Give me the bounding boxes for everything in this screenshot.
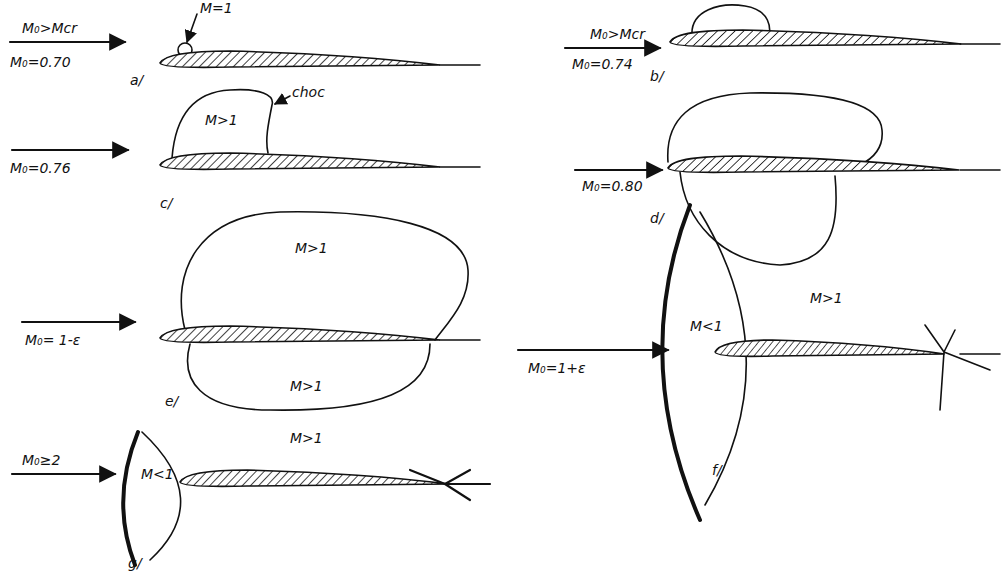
mach-label: M₀>Mcr — [590, 26, 645, 43]
mach-label: M₀=0.80 — [582, 178, 643, 195]
region-label: M>1 — [290, 430, 323, 447]
figure-letter: d/ — [650, 210, 664, 227]
region-label: M<1 — [690, 318, 723, 335]
figure-letter: a/ — [130, 72, 143, 89]
figure-letter: f/ — [712, 462, 722, 479]
region-label: M>1 — [290, 378, 323, 395]
region-label: M>1 — [295, 240, 328, 257]
figure-letter: c/ — [160, 195, 172, 212]
region-label: M<1 — [141, 466, 174, 483]
figure-letter: e/ — [165, 393, 178, 410]
mach-label: M₀=1+ε — [528, 360, 586, 377]
mach-label: M₀≥2 — [22, 452, 60, 469]
region-label: M>1 — [205, 112, 238, 129]
mach-label: M₀=0.70 — [10, 54, 71, 71]
shock-label: choc — [292, 84, 325, 101]
mach-label: M₀= 1-ε — [25, 332, 80, 349]
mach-label: M₀>Mcr — [22, 20, 77, 37]
figure-letter: b/ — [650, 68, 664, 85]
figure-letter: g/ — [128, 555, 142, 572]
mach-label: M₀=0.76 — [10, 160, 71, 177]
mach-label: M₀=0.74 — [572, 56, 633, 73]
sonic-label: M=1 — [200, 0, 233, 17]
region-label: M>1 — [810, 290, 843, 307]
